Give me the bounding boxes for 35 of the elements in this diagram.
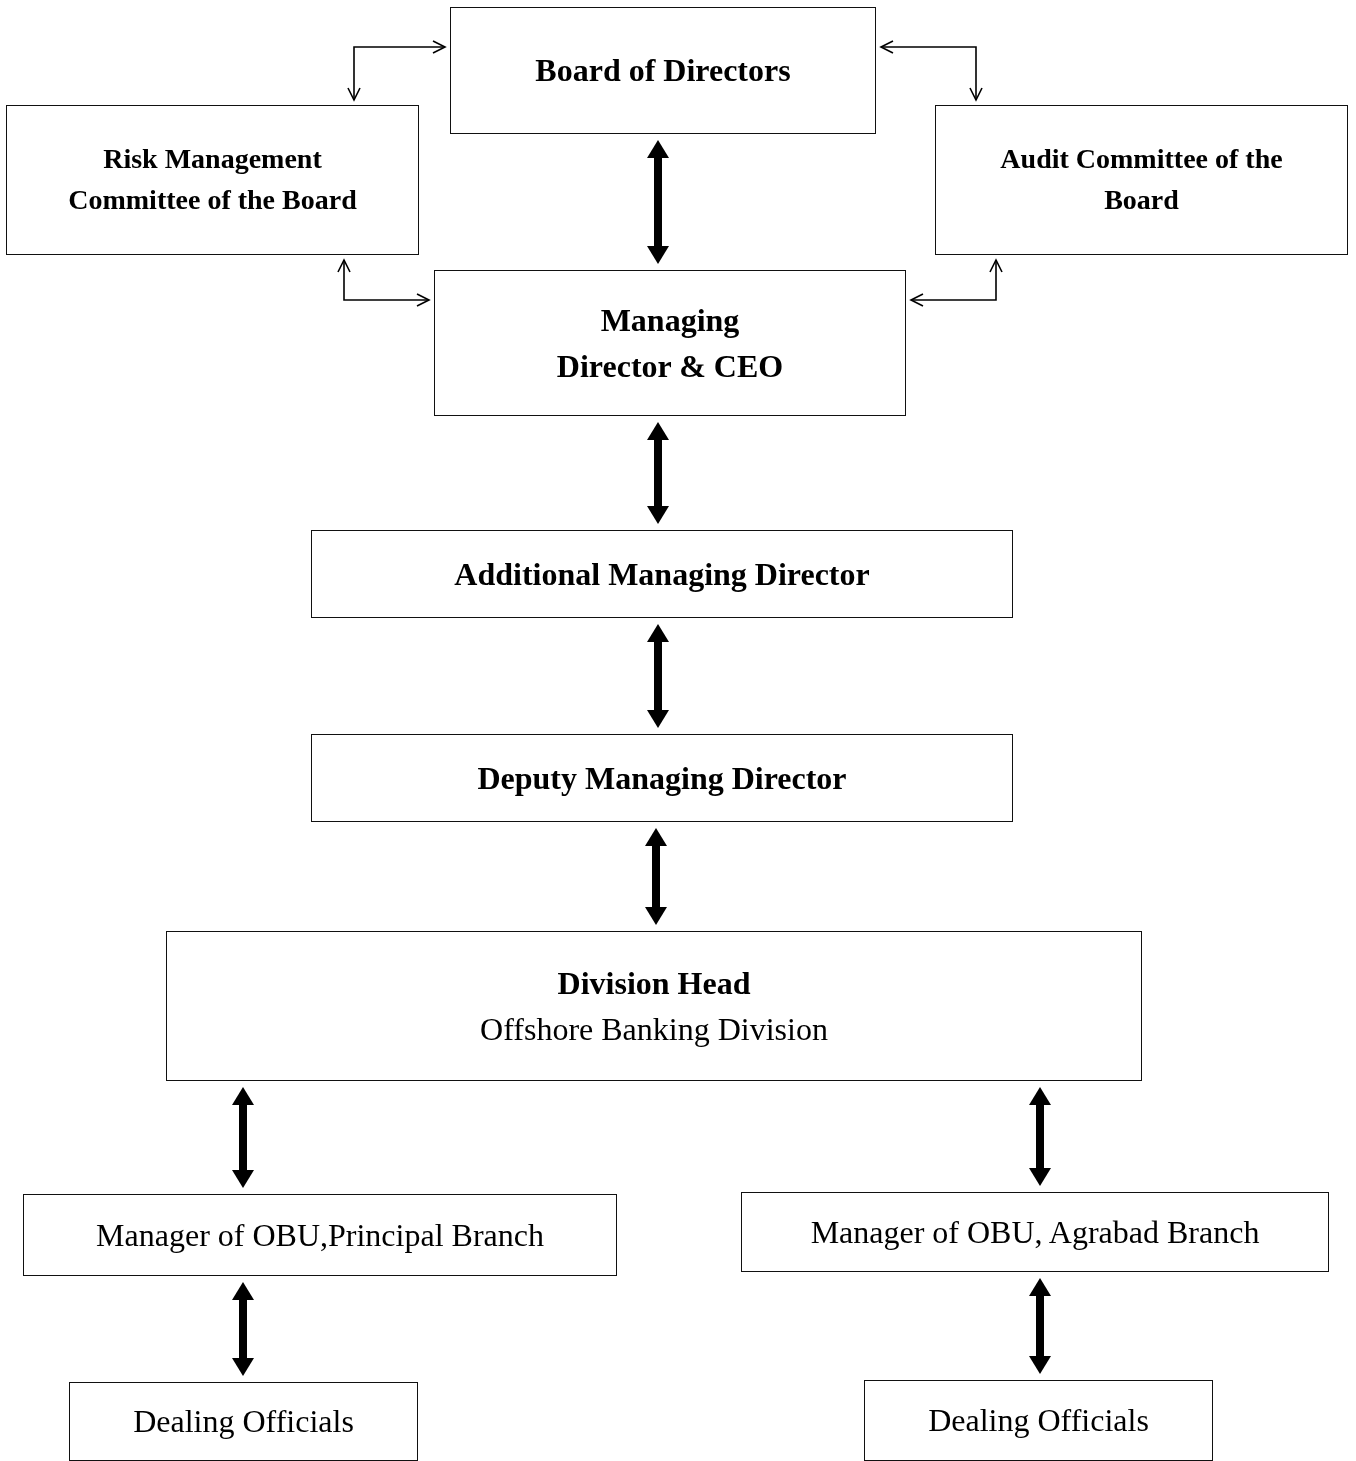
- role-title: Manager of OBU, Agrabad Branch: [810, 1212, 1260, 1252]
- org-box: [311, 734, 1013, 822]
- role-title: Dealing Officials: [133, 1402, 354, 1442]
- role-title: Additional Managing Director: [454, 554, 870, 594]
- double-arrow: [1029, 1087, 1051, 1186]
- org-box: [450, 7, 876, 134]
- role-title: Managing Director & CEO: [555, 300, 785, 386]
- org-box: [311, 530, 1013, 618]
- org-box: [23, 1194, 617, 1276]
- double-arrow: [337, 259, 430, 307]
- double-arrow: [1029, 1278, 1051, 1374]
- role-title: Board of Directors: [535, 51, 791, 91]
- org-box: [741, 1192, 1329, 1272]
- role-title: Manager of OBU,Principal Branch: [96, 1215, 544, 1255]
- org-box: [6, 105, 419, 255]
- role-title: Dealing Officials: [928, 1401, 1149, 1441]
- double-arrow: [232, 1087, 254, 1188]
- double-arrow: [647, 624, 669, 728]
- role-title: Risk Management Committee of the Board: [67, 142, 358, 217]
- org-box: [864, 1380, 1213, 1461]
- role-title: Audit Committee of the Board: [999, 142, 1284, 217]
- double-arrow: [232, 1282, 254, 1376]
- role-subtitle: Offshore Banking Division: [480, 1010, 828, 1049]
- double-arrow: [347, 40, 446, 101]
- double-arrow: [645, 828, 667, 925]
- double-arrow: [910, 259, 1003, 307]
- double-arrow: [880, 40, 983, 101]
- org-box: [935, 105, 1348, 255]
- org-box: [69, 1382, 418, 1461]
- double-arrow: [647, 140, 669, 264]
- role-title: Division Head: [557, 963, 751, 1003]
- org-box: [166, 931, 1142, 1081]
- org-box: [434, 270, 906, 416]
- role-title: Deputy Managing Director: [477, 758, 847, 798]
- double-arrow: [647, 422, 669, 524]
